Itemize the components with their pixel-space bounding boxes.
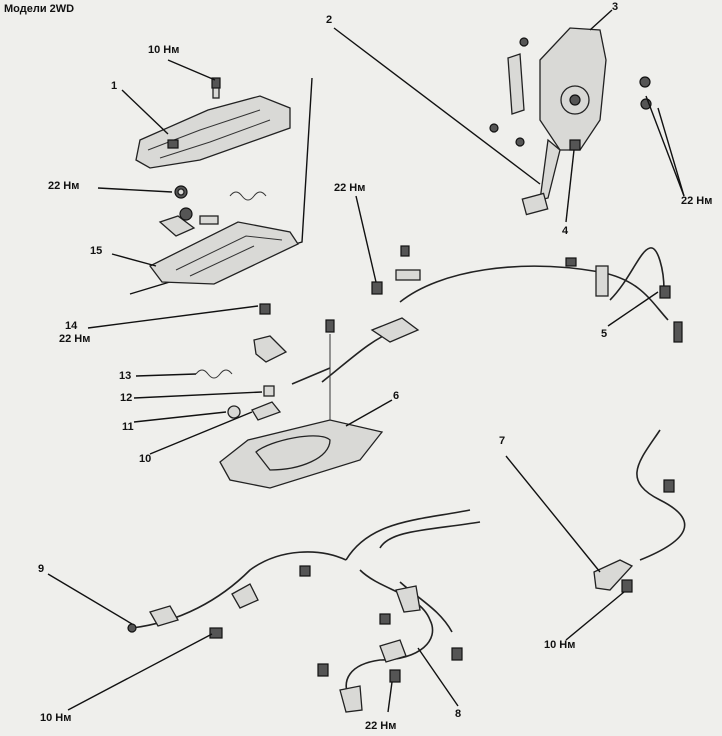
small-hardware (195, 303, 288, 421)
part-6-bracket (219, 319, 384, 489)
torque-22nm-right: 22 Нм (681, 195, 713, 207)
torque-10nm-bottom: 10 Нм (40, 712, 72, 724)
bolt-22nm-left (174, 185, 188, 199)
part-15-base-plate (149, 221, 299, 285)
callout-6: 6 (393, 390, 400, 402)
callout-3: 3 (612, 1, 619, 13)
callout-8: 8 (455, 708, 462, 720)
torque-22nm-left: 22 Нм (48, 180, 80, 192)
bolt-10nm-top (211, 77, 221, 99)
part-9-rear-cable-left (127, 551, 347, 639)
torque-22nm-center: 22 Нм (334, 182, 366, 194)
part-5-front-cable (291, 245, 683, 385)
callout-5: 5 (601, 328, 608, 340)
callout-13: 13 (119, 370, 132, 382)
callout-15: 15 (90, 245, 103, 257)
torque-10nm-right: 10 Нм (544, 639, 576, 651)
callout-10: 10 (139, 453, 152, 465)
callout-2: 2 (326, 14, 333, 26)
callout-1: 1 (111, 80, 118, 92)
part-8-rear-cable-right (317, 509, 481, 713)
part-7-cable-bracket (593, 429, 686, 593)
part-3-pedal-assembly (489, 27, 652, 216)
callout-7: 7 (499, 435, 506, 447)
torque-22nm-part14: 22 Нм (59, 333, 91, 345)
callout-14: 14 (65, 320, 78, 332)
callout-4: 4 (562, 225, 569, 237)
torque-10nm-top: 10 Нм (148, 44, 180, 56)
page-title: Модели 2WD (4, 3, 75, 15)
leader-lines (47, 9, 685, 713)
part-1-cover (135, 95, 291, 169)
callout-9: 9 (38, 563, 45, 575)
torque-22nm-bottom: 22 Нм (365, 720, 397, 732)
bracket-components (158, 191, 267, 237)
callout-12: 12 (120, 392, 133, 404)
callout-11: 11 (122, 421, 134, 433)
